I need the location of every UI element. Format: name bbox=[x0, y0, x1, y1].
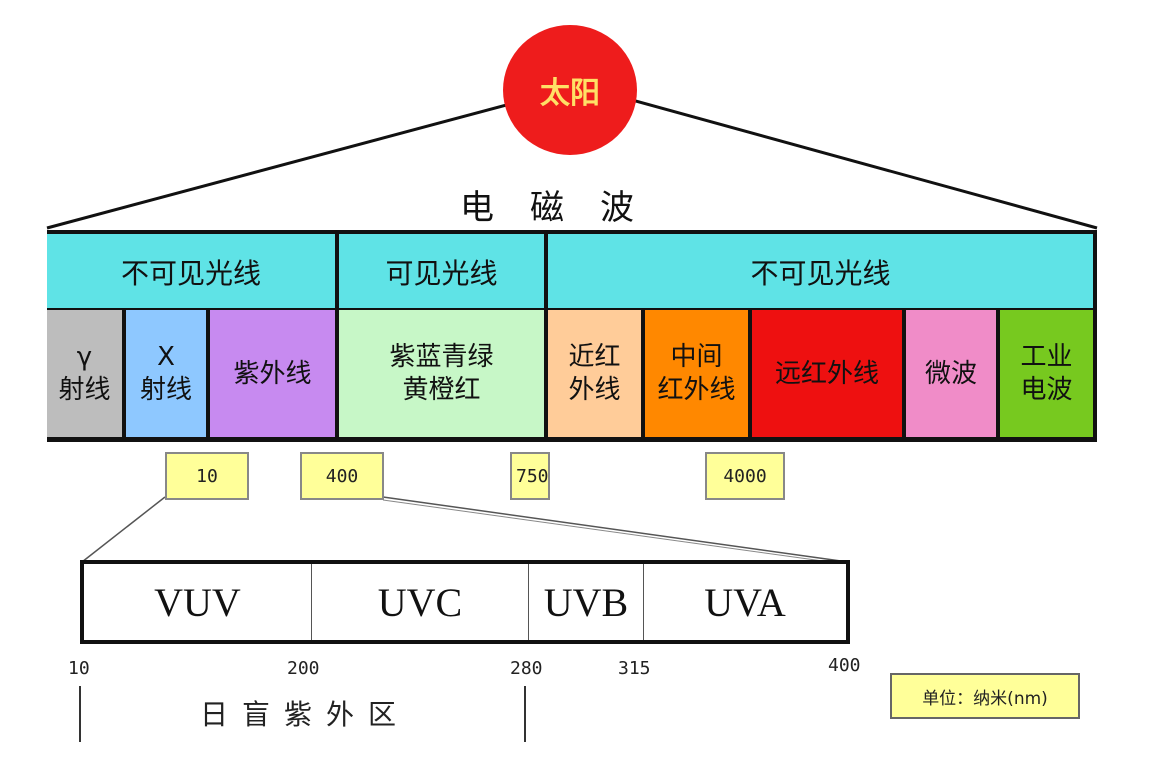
band-visible: 可见光线 bbox=[339, 234, 548, 310]
wavelength-marker-10: 10 bbox=[165, 452, 249, 500]
cell-far-infrared: 远红外线 bbox=[752, 310, 906, 438]
uv-segment-vuv: VUV bbox=[84, 564, 312, 640]
uv-segment-uvb: UVB bbox=[529, 564, 644, 640]
electromagnetic-wave-title: 电磁波 bbox=[460, 188, 670, 228]
cell-industrial-radio: 工业 电波 bbox=[1000, 310, 1097, 438]
unit-label-box: 单位：纳米(nm) bbox=[890, 673, 1080, 719]
spectrum-frame-top bbox=[47, 230, 1097, 234]
uv-tick-280: 280 bbox=[510, 658, 543, 679]
uv-segment-uvc: UVC bbox=[312, 564, 529, 640]
solar-blind-uv-label: 日盲紫外区 bbox=[200, 698, 411, 731]
uv-tick-400: 400 bbox=[828, 655, 861, 676]
zoom-right-line bbox=[382, 496, 849, 563]
wavelength-marker-750: 750 bbox=[510, 452, 550, 500]
cell-mid-infrared: 中间 红外线 bbox=[645, 310, 752, 438]
uv-tick-10: 10 bbox=[68, 658, 90, 679]
uv-subdivision-box: VUV UVC UVB UVA bbox=[80, 560, 850, 644]
zoom-right-line-2 bbox=[382, 499, 831, 563]
cell-near-infrared: 近红 外线 bbox=[548, 310, 645, 438]
cell-x-ray: X 射线 bbox=[126, 310, 210, 438]
band-invisible-left: 不可见光线 bbox=[47, 234, 339, 310]
band-invisible-left-label: 不可见光线 bbox=[120, 257, 261, 290]
cell-gamma-ray: γ 射线 bbox=[47, 310, 126, 438]
band-invisible-right: 不可见光线 bbox=[548, 234, 1097, 310]
uv-tick-200: 200 bbox=[287, 658, 320, 679]
sun-left-ray bbox=[46, 102, 511, 230]
band-visible-label: 可见光线 bbox=[385, 257, 498, 290]
band-invisible-right-label: 不可见光线 bbox=[750, 257, 891, 290]
cell-ultraviolet: 紫外线 bbox=[210, 310, 339, 438]
uv-tick-315: 315 bbox=[618, 658, 651, 679]
uv-segment-uva: UVA bbox=[704, 579, 786, 625]
sun-label: 太阳 bbox=[540, 76, 600, 111]
cell-visible-colors: 紫蓝青绿 黄橙红 bbox=[339, 310, 548, 438]
cell-microwave: 微波 bbox=[906, 310, 1000, 438]
wavelength-marker-400: 400 bbox=[300, 452, 384, 500]
spectrum-frame-bottom bbox=[47, 437, 1097, 442]
zoom-left-line bbox=[81, 496, 166, 563]
unit-label: 单位：纳米(nm) bbox=[922, 688, 1048, 709]
sun-circle: 太阳 bbox=[503, 25, 637, 155]
wavelength-marker-4000: 4000 bbox=[705, 452, 785, 500]
sun-right-ray bbox=[631, 98, 1098, 230]
